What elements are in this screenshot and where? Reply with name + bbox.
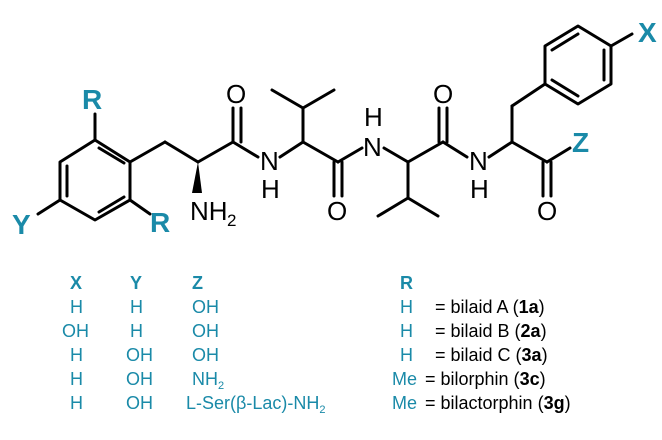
row3-z: OH — [192, 345, 219, 365]
row2-y: H — [130, 321, 143, 341]
row5-z: L-Ser(β-Lac)-NH2 — [186, 393, 326, 416]
row2-x: OH — [62, 321, 89, 341]
row3-y: OH — [126, 345, 153, 365]
header-r: R — [400, 273, 413, 293]
amide-n2-label: N — [363, 132, 382, 162]
carbonyl-o4-label: O — [537, 196, 557, 226]
aryl-ring-left — [36, 112, 167, 222]
x-group-label: X — [638, 17, 657, 48]
row1-compound: = bilaid A (1a) — [435, 297, 545, 317]
amide-h2-label: H — [364, 102, 383, 132]
chemical-structure: R R Y X Z NH 2 O N H O H N O N H O — [12, 17, 657, 240]
row2-r: H — [400, 321, 413, 341]
y-group-label: Y — [12, 209, 31, 240]
row3-x: H — [70, 345, 83, 365]
row1-r: H — [400, 297, 413, 317]
row4-compound: = bilorphin (3c) — [425, 369, 546, 389]
carbonyl-o1-label: O — [226, 79, 246, 109]
row5-compound: = bilactorphin (3g) — [425, 393, 571, 413]
row4-x: H — [70, 369, 83, 389]
aryl-ring-right — [543, 24, 634, 106]
z-group-label: Z — [572, 127, 589, 158]
row4-y: OH — [126, 369, 153, 389]
row5-x: H — [70, 393, 83, 413]
amine-subscript: 2 — [227, 211, 236, 230]
row3-compound: = bilaid C (3a) — [435, 345, 548, 365]
row4-z: NH2 — [192, 369, 225, 392]
r-group-top-label: R — [82, 84, 102, 115]
row3-r: H — [400, 345, 413, 365]
header-z: Z — [192, 273, 203, 293]
row1-x: H — [70, 297, 83, 317]
amide-h1-label: H — [261, 174, 280, 204]
row5-r: Me — [392, 393, 418, 413]
carbonyl-o3-label: O — [433, 79, 453, 109]
row5-y: OH — [126, 393, 153, 413]
amide-n3-label: N — [469, 146, 488, 176]
amide-n1-label: N — [260, 146, 279, 176]
header-x: X — [70, 273, 83, 293]
amine-nh-label: NH — [190, 196, 228, 226]
r-group-bottom-label: R — [150, 207, 170, 238]
header-y: Y — [130, 273, 143, 293]
row1-z: OH — [192, 297, 219, 317]
row1-y: H — [130, 297, 143, 317]
peptide-backbone — [163, 82, 572, 218]
carbonyl-o2-label: O — [327, 196, 347, 226]
row2-compound: = bilaid B (2a) — [435, 321, 547, 341]
amide-h3-label: H — [470, 174, 489, 204]
row4-r: Me — [392, 369, 418, 389]
row2-z: OH — [192, 321, 219, 341]
